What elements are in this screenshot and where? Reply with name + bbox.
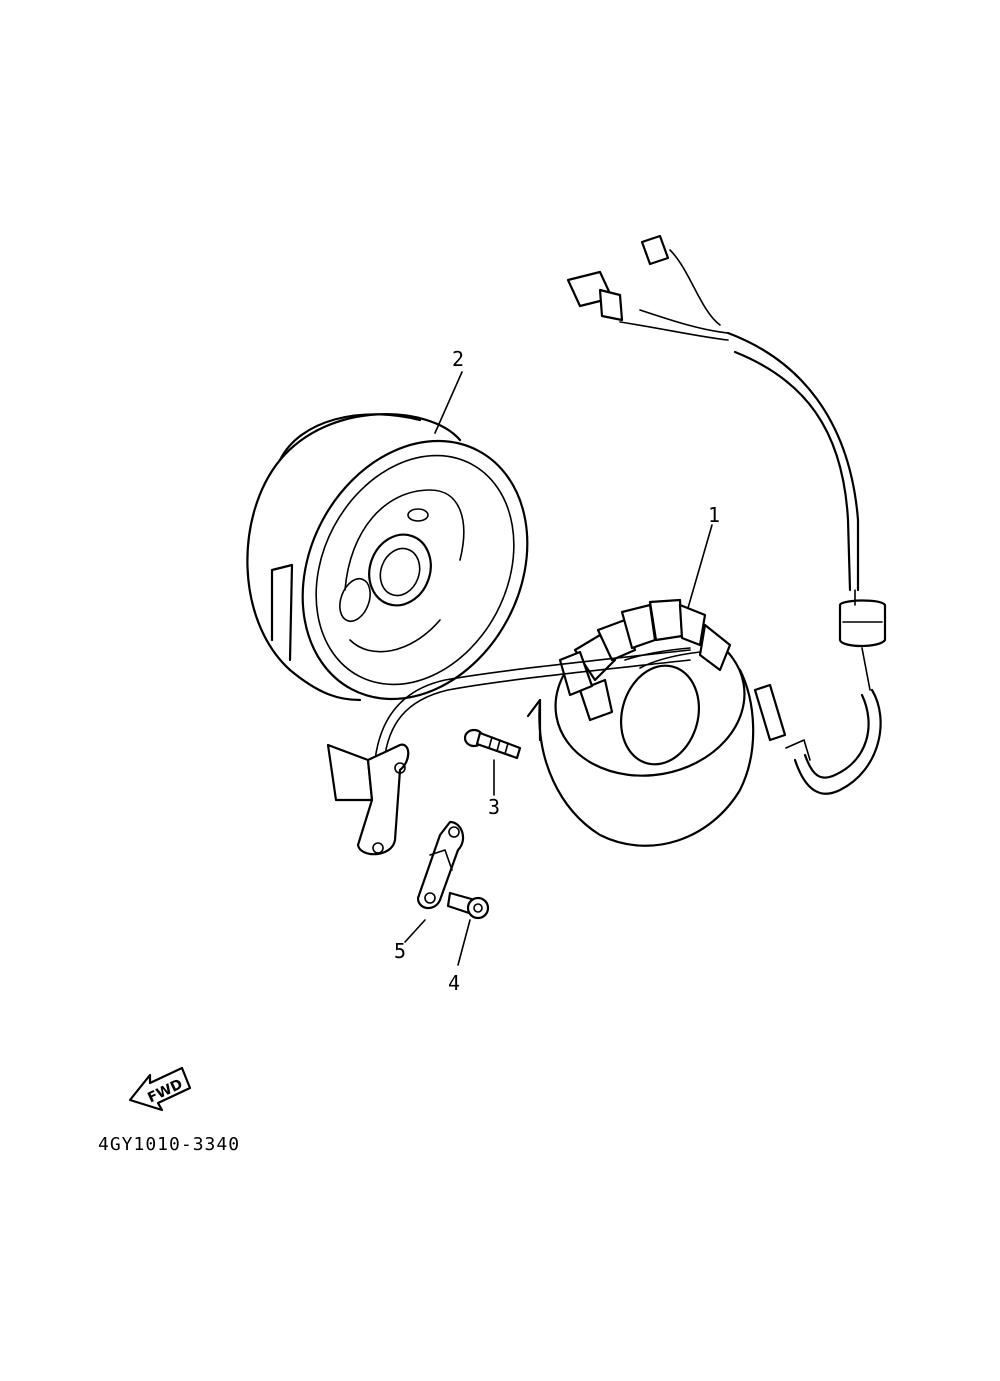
pickup-coil[interactable] bbox=[326, 743, 410, 856]
callout-4: 4 bbox=[448, 971, 460, 995]
clamp-plate[interactable] bbox=[404, 820, 465, 943]
rotor-assembly[interactable] bbox=[246, 371, 571, 738]
callout-3: 3 bbox=[488, 795, 500, 819]
stator-assembly[interactable] bbox=[526, 524, 787, 847]
wire-harness[interactable] bbox=[374, 234, 887, 795]
fwd-arrow-icon: FWD bbox=[128, 1066, 192, 1112]
drawing-code: 4GY1010-3340 bbox=[98, 1134, 240, 1155]
callout-5: 5 bbox=[394, 939, 406, 963]
bolt-stator[interactable] bbox=[463, 728, 522, 796]
screw-pickup[interactable] bbox=[446, 891, 490, 966]
callout-2: 2 bbox=[452, 347, 464, 371]
callout-1: 1 bbox=[708, 503, 720, 527]
